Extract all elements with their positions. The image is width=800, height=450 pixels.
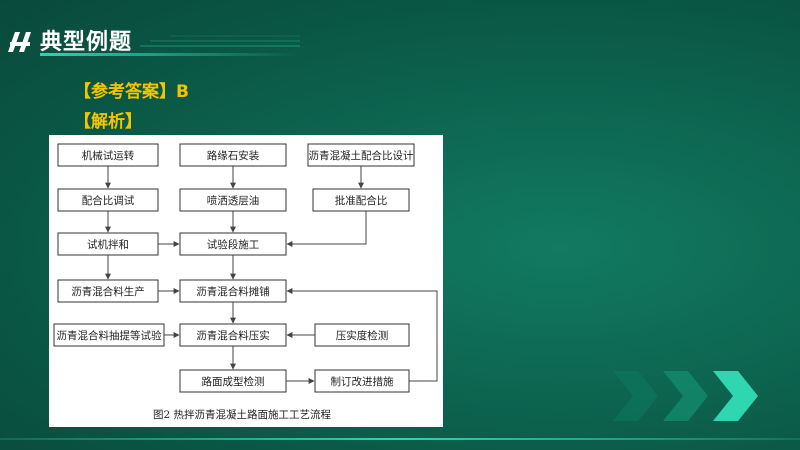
page-title: 典型例题: [40, 30, 133, 55]
node-approved-mix: 批准配合比: [312, 188, 410, 212]
bottom-divider: [0, 438, 800, 440]
analysis-heading: 【解析】: [74, 112, 142, 132]
node-compaction-test: 压实度检测: [314, 323, 410, 347]
svg-text:喷洒透层油: 喷洒透层油: [207, 194, 260, 207]
svg-text:批准配合比: 批准配合比: [335, 194, 388, 207]
title-underline: [40, 53, 300, 56]
svg-text:沥青混合料抽提等试验: 沥青混合料抽提等试验: [57, 329, 162, 342]
svg-text:机械试运转: 机械试运转: [82, 149, 135, 162]
node-asphalt-production: 沥青混合料生产: [57, 279, 159, 303]
svg-text:路缘石安装: 路缘石安装: [207, 149, 260, 162]
flowchart-figure: 机械试运转 配合比调试 试机拌和 沥青混合料生产 沥青混合料抽提等试验 路缘石安…: [49, 135, 443, 427]
node-mix-adjust: 配合比调试: [57, 188, 159, 212]
logo-icon: [8, 32, 31, 52]
decorative-lines: [140, 35, 300, 47]
svg-text:制订改进措施: 制订改进措施: [331, 375, 394, 388]
answer-text: 【参考答案】B: [74, 82, 189, 102]
node-pavement-inspection: 路面成型检测: [179, 369, 287, 393]
figure-caption: 图2 热拌沥青混凝土路面施工工艺流程: [153, 408, 332, 421]
svg-text:沥青混凝土配合比设计: 沥青混凝土配合比设计: [309, 149, 414, 162]
node-mix-design: 沥青混凝土配合比设计: [307, 143, 415, 167]
svg-text:沥青混合料生产: 沥青混合料生产: [71, 285, 145, 298]
flow-arrows: [105, 166, 438, 384]
svg-text:沥青混合料压实: 沥青混合料压实: [196, 329, 270, 342]
svg-text:路面成型检测: 路面成型检测: [202, 375, 265, 388]
svg-text:试验段施工: 试验段施工: [207, 238, 260, 251]
node-test-section: 试验段施工: [179, 232, 287, 256]
node-paving: 沥青混合料摊铺: [179, 279, 287, 303]
svg-text:配合比调试: 配合比调试: [82, 194, 135, 207]
svg-text:压实度检测: 压实度检测: [336, 329, 389, 342]
node-compaction: 沥青混合料压实: [179, 323, 287, 347]
node-trial-mixing: 试机拌和: [57, 232, 159, 256]
node-prime-coat: 喷洒透层油: [179, 188, 287, 212]
chevron-decoration-icon: [613, 371, 758, 421]
svg-text:试机拌和: 试机拌和: [87, 238, 129, 251]
node-curb-install: 路缘石安装: [179, 143, 287, 167]
svg-text:沥青混合料摊铺: 沥青混合料摊铺: [196, 285, 270, 298]
node-machine-test-run: 机械试运转: [57, 143, 159, 167]
node-improvement-measures: 制订改进措施: [314, 369, 410, 393]
node-extraction-tests: 沥青混合料抽提等试验: [53, 323, 165, 347]
